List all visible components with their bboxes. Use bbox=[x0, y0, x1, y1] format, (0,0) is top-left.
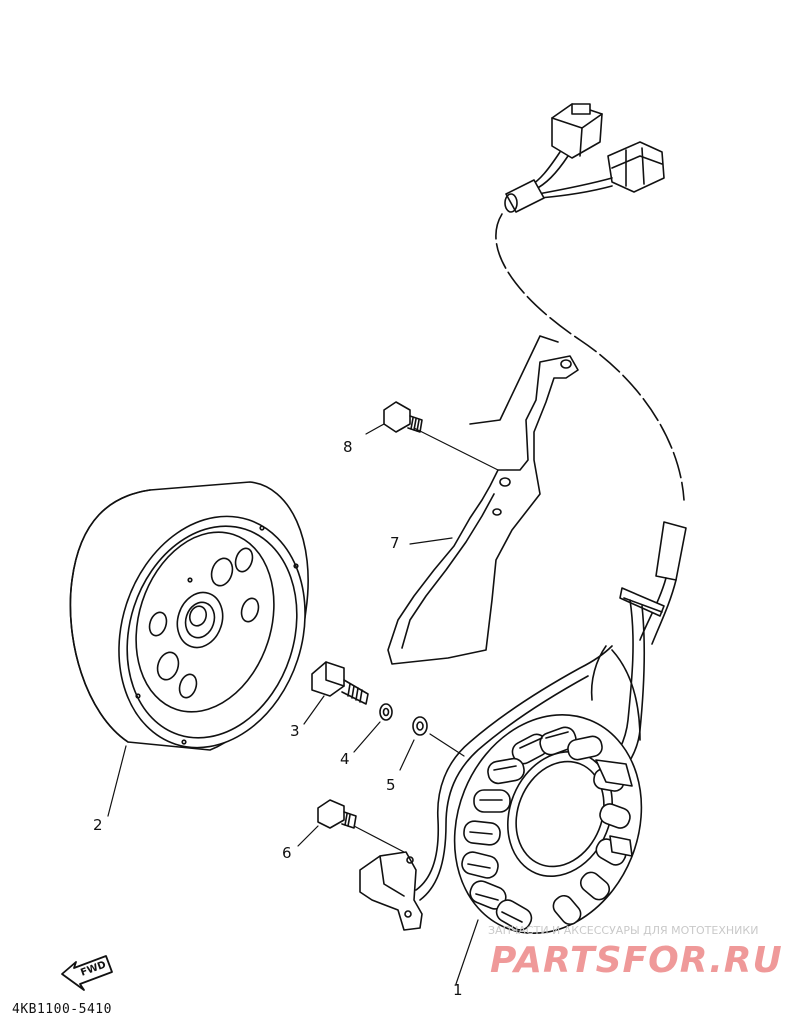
leader-5 bbox=[399, 739, 415, 771]
stator-assembly bbox=[453, 714, 643, 934]
leader-lines bbox=[107, 423, 499, 985]
leader-1 bbox=[455, 919, 479, 985]
leader-8b bbox=[365, 423, 385, 435]
leader-6 bbox=[297, 825, 319, 847]
callout-2: 2 bbox=[93, 816, 103, 834]
watermark-brand: PARTSFOR.RU bbox=[490, 940, 783, 981]
pickup-coil-bracket bbox=[387, 335, 579, 665]
part-code: 4KB1100-5410 bbox=[12, 1002, 112, 1017]
callout-8: 8 bbox=[343, 438, 353, 456]
leader-8 bbox=[413, 427, 499, 471]
leader-2 bbox=[107, 745, 127, 817]
rotor-flywheel bbox=[69, 481, 309, 751]
callout-3: 3 bbox=[290, 722, 300, 740]
rotor-bolt bbox=[311, 661, 369, 705]
pickup-coil bbox=[359, 645, 613, 931]
leader-7 bbox=[409, 537, 453, 545]
watermark-tagline: ЗАПЧАСТИ И АКСЕССУАРЫ ДЛЯ МОТОТЕХНИКИ bbox=[488, 924, 759, 937]
pickup-screw bbox=[317, 799, 357, 829]
leader-3 bbox=[303, 695, 325, 725]
leader-6b bbox=[353, 825, 405, 853]
leader-5b bbox=[429, 733, 465, 757]
callout-7: 7 bbox=[390, 534, 400, 552]
wire-harness-connectors bbox=[495, 103, 687, 779]
fwd-arrow-icon: FWD bbox=[61, 955, 113, 991]
washers bbox=[379, 703, 428, 736]
bracket-screw bbox=[383, 401, 423, 433]
callout-4: 4 bbox=[340, 750, 350, 768]
callout-6: 6 bbox=[282, 844, 292, 862]
callout-1: 1 bbox=[453, 981, 463, 999]
callout-5: 5 bbox=[386, 776, 396, 794]
leader-4 bbox=[353, 721, 381, 753]
